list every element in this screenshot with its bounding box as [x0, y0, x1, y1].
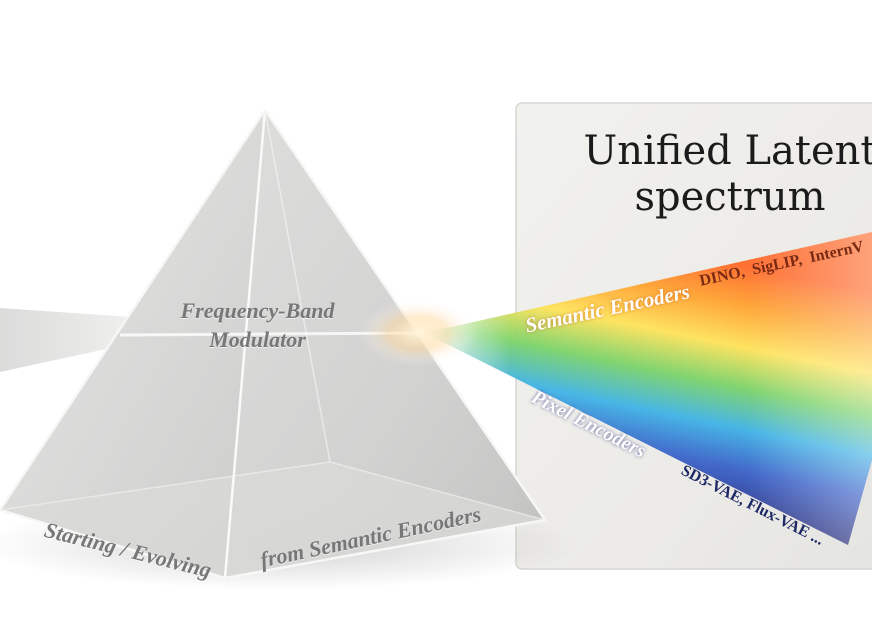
panel-title-line-2: spectrum	[634, 174, 826, 220]
prism-label: Frequency-Band Modulator	[170, 296, 345, 354]
prism-label-line-1: Frequency-Band	[180, 298, 335, 323]
prism-label-line-2: Modulator	[209, 327, 306, 352]
spectrum-band-icon	[425, 232, 872, 545]
panel-title-line-1: Unified Latent	[583, 128, 872, 174]
panel-title: Unified Latent spectrum	[560, 128, 872, 220]
